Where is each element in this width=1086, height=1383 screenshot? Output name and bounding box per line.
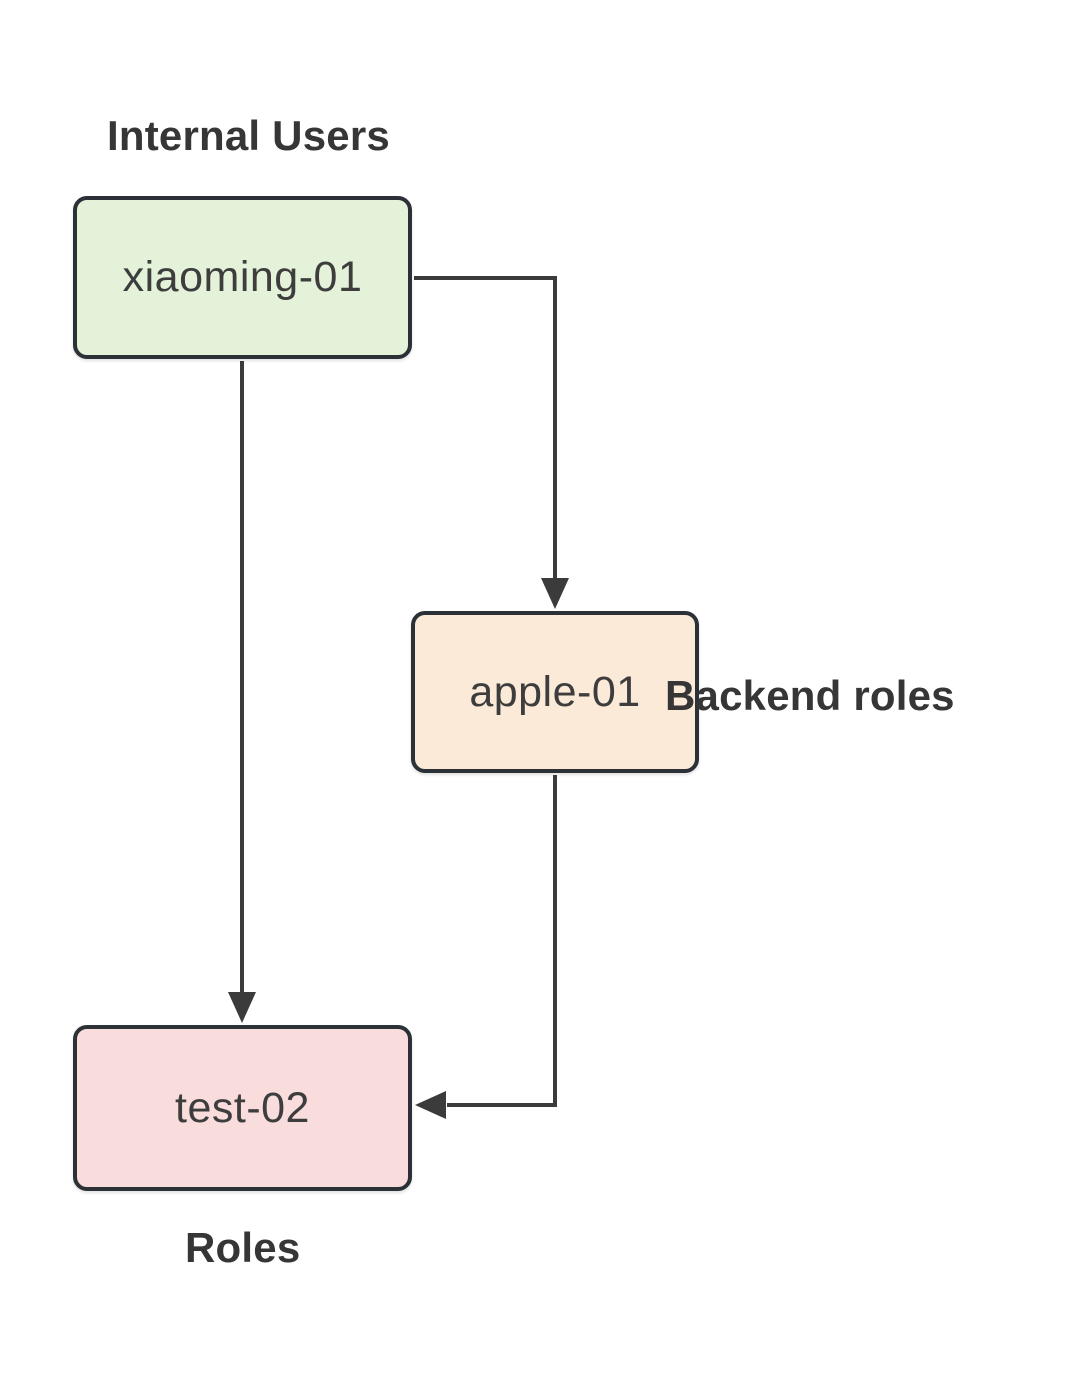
label-backend-roles: Backend roles (665, 672, 955, 719)
node-test-02-label: test-02 (175, 1083, 310, 1132)
node-apple-01: apple-01 (411, 611, 699, 773)
edge-apple-01-to-test-02 (415, 775, 557, 1119)
label-internal-users: Internal Users (107, 112, 390, 159)
arrowhead-down-icon (228, 992, 256, 1023)
arrowhead-down-icon (541, 578, 569, 609)
node-apple-01-label: apple-01 (469, 667, 641, 716)
node-test-02: test-02 (73, 1025, 412, 1191)
arrowhead-left-icon (415, 1091, 446, 1119)
node-xiaoming-01: xiaoming-01 (73, 196, 412, 359)
edge-xiaoming-01-to-test-02 (228, 361, 256, 1023)
edge-xiaoming-01-to-apple-01 (414, 276, 569, 609)
node-xiaoming-01-label: xiaoming-01 (122, 253, 363, 301)
label-roles: Roles (185, 1224, 301, 1271)
